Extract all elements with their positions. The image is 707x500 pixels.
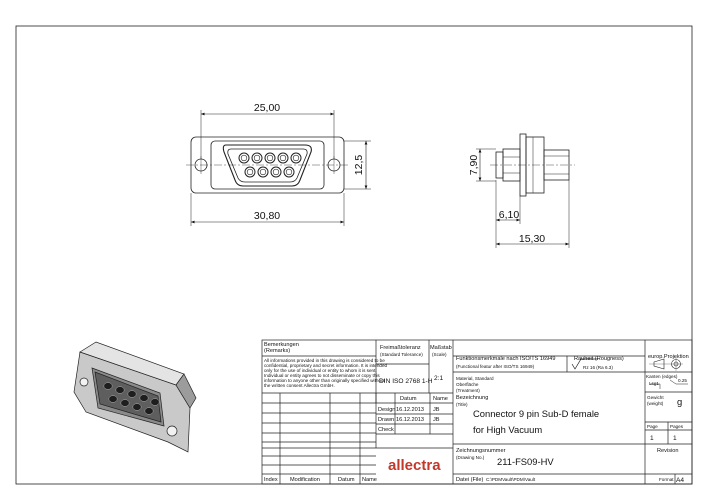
remarks-label-en: (Remarks)	[264, 348, 290, 354]
scale-label-en: (Scale)	[432, 352, 447, 357]
bottom-date-label: Datum	[338, 477, 355, 483]
front-view	[186, 110, 371, 226]
edge-b: 0.25	[678, 378, 687, 383]
drawn-name: JB	[433, 417, 440, 423]
pages-label: Pages	[670, 424, 684, 429]
drawn-label: Drawn	[378, 417, 394, 423]
treatment-label: (Treatment)	[456, 388, 480, 393]
surface-label: Oberfläche	[456, 382, 479, 387]
edges-symbol	[650, 379, 688, 389]
name-header: Name	[433, 396, 448, 402]
drawn-date: 16.12.2013	[396, 417, 424, 423]
format-value: A4	[676, 477, 684, 484]
disclaimer-line: confidential, proprietary and secret inf…	[264, 363, 388, 368]
dim-25-00: 25,00	[254, 102, 280, 114]
dim-6-10: 6,10	[499, 209, 520, 221]
weight-label-en: (weight)	[647, 401, 664, 406]
disclaimer: All informations provided in this drawin…	[264, 358, 388, 388]
tolerance-value: DIN ISO 2768 1-H	[379, 378, 433, 385]
material-label: Material, Standard	[456, 376, 494, 381]
designation-label: Bezeichnung	[456, 395, 488, 401]
design-date: 16.12.2013	[396, 407, 424, 413]
side-view	[476, 133, 575, 248]
index-label: Index	[264, 477, 278, 483]
tolerance-label: Freimaßtoleranz	[380, 345, 421, 351]
edges-label: Kanten (edges)	[646, 374, 678, 379]
function-label-en: (Functional featur after ISO/TS 16949)	[456, 364, 535, 369]
tolerance-label-en: (Standard Tolerance)	[380, 352, 423, 357]
date-header: Datum	[400, 396, 417, 402]
title-line-2: for High Vacuum	[473, 424, 542, 435]
disclaimer-line: All informations provided in this drawin…	[264, 358, 385, 363]
check-label: Check	[378, 427, 394, 433]
drawing-number-label-en: (Drawing No.)	[456, 455, 485, 460]
dim-7-90: 7,90	[468, 155, 480, 176]
remarks-label: Bemerkungen	[264, 342, 299, 348]
revision-label: Revision	[657, 448, 678, 454]
disclaimer-line: only for the use of individual or entity…	[264, 368, 377, 373]
drawing-number-label: Zeichnungsnummer	[456, 448, 506, 454]
page-value: 1	[650, 435, 654, 442]
file-label: Datei (File)	[456, 477, 483, 483]
disclaimer-line: the written consent Allectra GmbH.	[264, 383, 335, 388]
pages-value: 1	[673, 435, 677, 442]
page-label: Page	[647, 424, 658, 429]
disclaimer-line: information to anyone other than origina…	[264, 378, 386, 383]
design-name: JB	[433, 407, 440, 413]
disclaimer-line: Individual or entity agrees to not disse…	[264, 373, 380, 378]
projection-symbol	[649, 357, 683, 371]
projection-label: europ.Projektion	[648, 354, 689, 360]
format-label: Format	[659, 477, 674, 482]
title-block	[261, 339, 693, 485]
drawing-number: 211-FS09-HV	[497, 456, 554, 467]
roughness-value: Rz 16 (Ra 6.3)	[583, 365, 613, 370]
title-line-1: Connector 9 pin Sub-D female	[473, 408, 599, 419]
scale-label: Maßstab	[430, 345, 452, 351]
roughness-symbol	[571, 358, 598, 370]
weight-value: g	[677, 396, 682, 407]
dim-15-30: 15,30	[519, 233, 545, 245]
isometric-view	[73, 341, 197, 453]
bottom-name-label: Name	[362, 477, 377, 483]
modification-label: Modification	[290, 477, 320, 483]
function-label: Funktionsmerkmale nach ISO/TS 16949	[456, 356, 556, 362]
weight-label: Gewicht	[647, 395, 664, 400]
roughness-label: Rauheit (Rougness)	[574, 356, 624, 362]
design-label: Design	[378, 407, 395, 413]
dim-12-5: 12,5	[353, 155, 365, 176]
edge-a: Lsg1	[649, 381, 659, 386]
file-path: C:\PDMVault\PDM\Vault	[486, 477, 536, 482]
allectra-logo: allectra	[388, 457, 441, 474]
designation-label-en: (Title)	[456, 402, 468, 407]
dim-30-80: 30,80	[254, 210, 280, 222]
scale-value: 2:1	[434, 375, 443, 382]
